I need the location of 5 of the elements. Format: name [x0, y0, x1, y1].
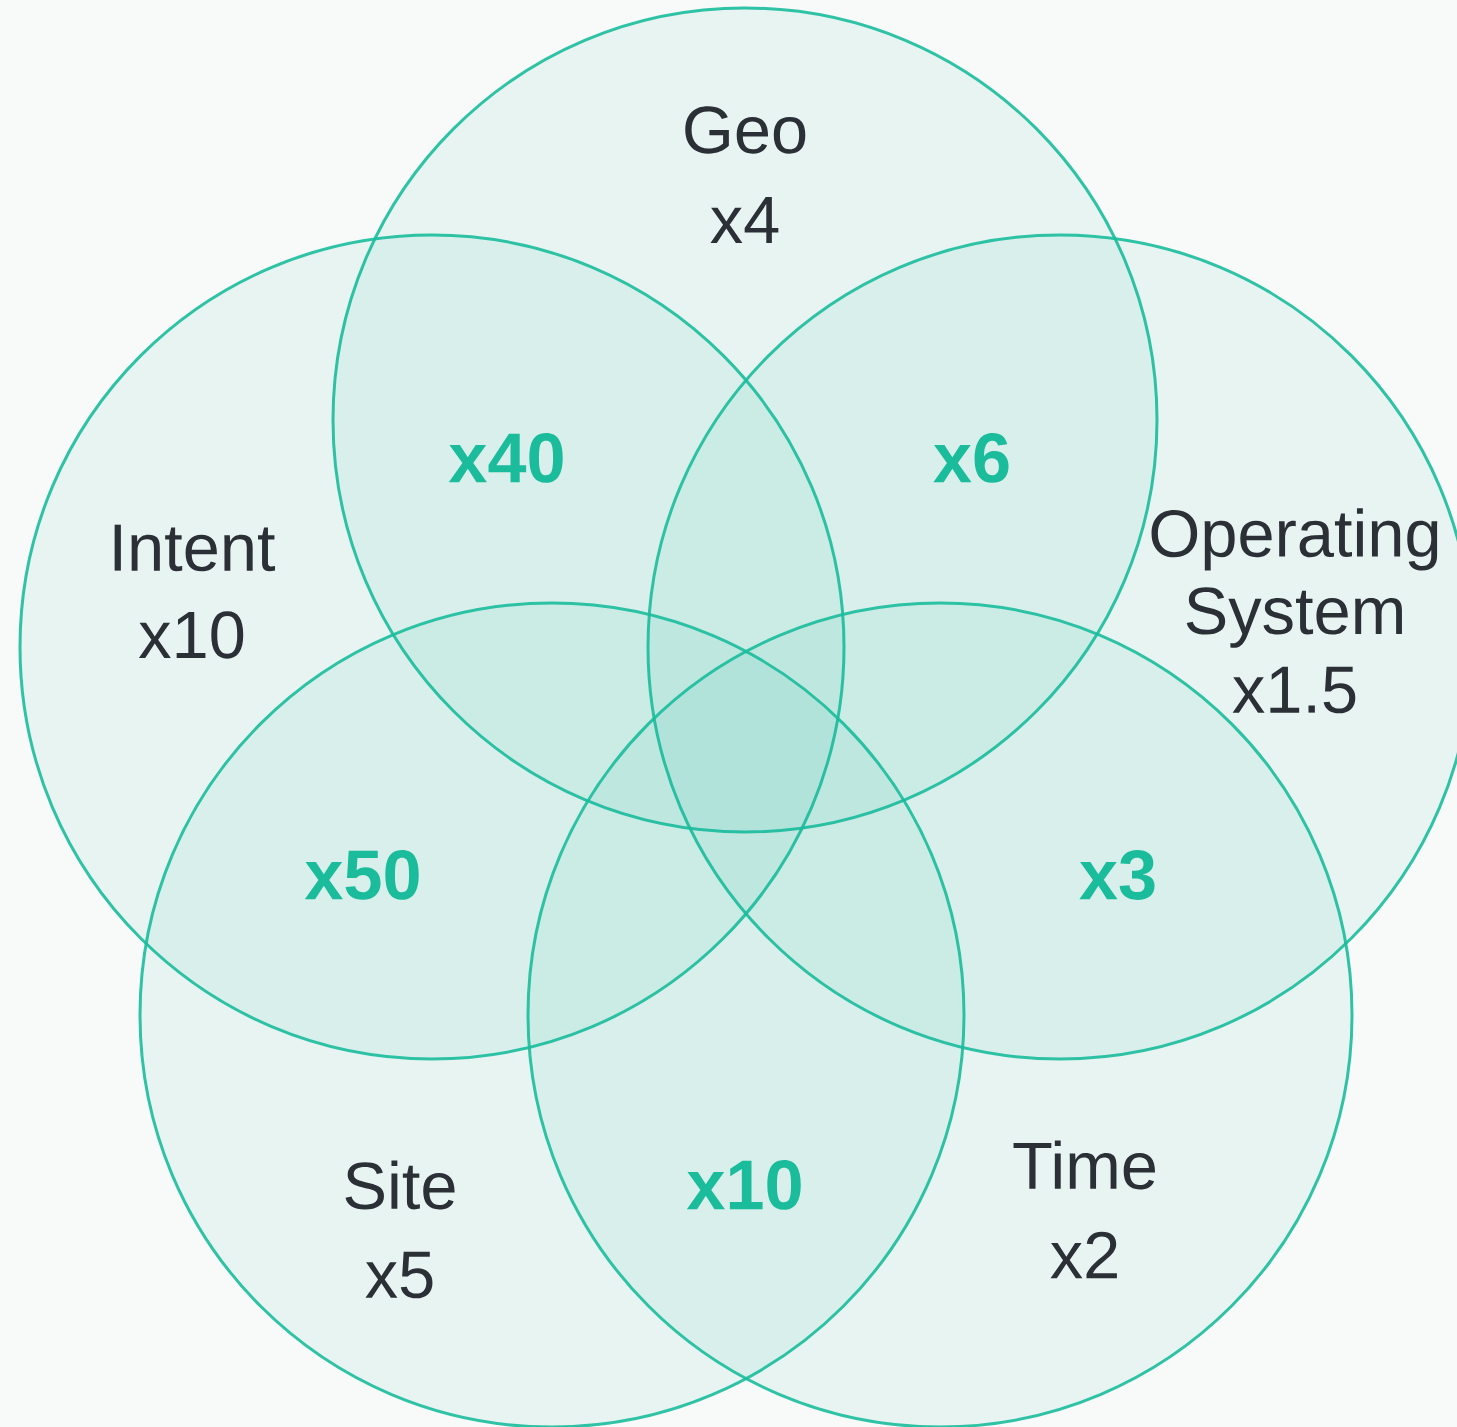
overlap-value: x6	[933, 433, 1009, 483]
overlap-value: x3	[1079, 850, 1155, 900]
overlap-value: x10	[686, 1160, 801, 1210]
overlap-value: x40	[448, 433, 563, 483]
overlap-value: x50	[304, 850, 419, 900]
